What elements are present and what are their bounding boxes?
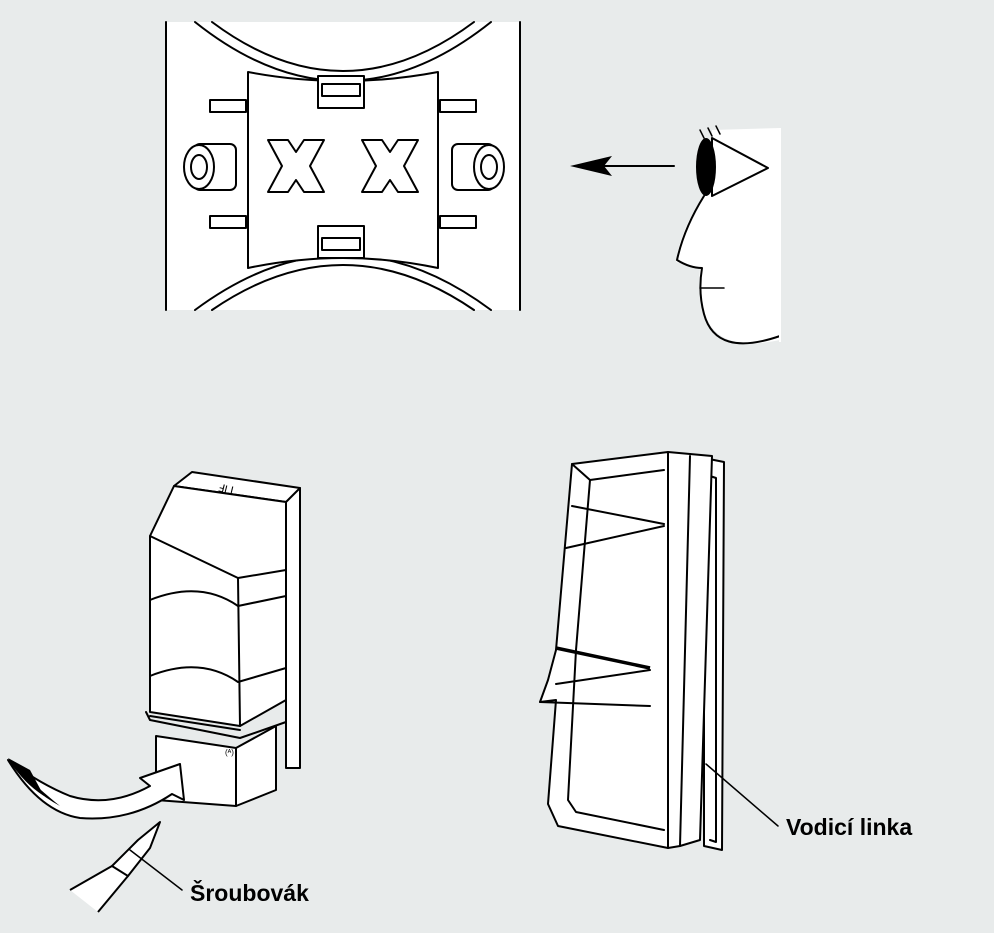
screwdriver-icon xyxy=(69,821,183,913)
guide-line-label: Vodicí linka xyxy=(786,814,913,840)
view-direction-arrow xyxy=(570,156,675,176)
rotation-arrow-icon xyxy=(7,758,185,820)
mounting-plate xyxy=(165,21,521,311)
screwdriver-label: Šroubovák xyxy=(190,880,309,906)
face-profile-icon xyxy=(676,125,781,345)
svg-text:ℲI⅃: ℲI⅃ xyxy=(217,482,235,497)
detector-side-view xyxy=(539,451,779,851)
svg-text:(ᴬ): (ᴬ) xyxy=(225,748,234,757)
detector-front-view: (ᴬ) ℲI⅃ xyxy=(145,471,301,807)
